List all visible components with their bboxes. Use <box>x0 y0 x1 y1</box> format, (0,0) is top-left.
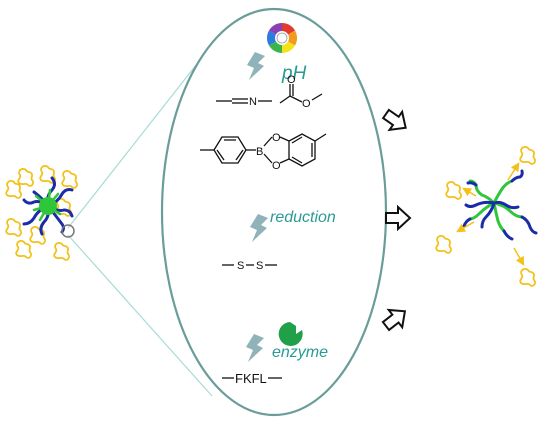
peptide-structure: FKFL <box>222 371 282 386</box>
intact-nanoparticle <box>5 165 78 261</box>
boron-atom: B <box>256 146 263 158</box>
hollow-arrow-icon <box>385 206 411 230</box>
disassembled-nanoparticle <box>435 146 538 287</box>
boronate-o-top: O <box>272 132 281 144</box>
drug-cargo-cluster <box>5 165 78 261</box>
reduction-label: reduction <box>270 209 336 226</box>
hollow-arrow-icon <box>378 301 413 336</box>
sulfur-atom-1: S <box>237 260 244 272</box>
release-direction-arrows <box>456 162 525 266</box>
ph-label: pH <box>281 63 307 84</box>
boronate-o-bottom: O <box>272 160 281 172</box>
ester-ether-o: O <box>302 98 311 110</box>
ph-stimulus-group: pH N O O <box>200 22 327 172</box>
zoom-highlight-circle <box>61 224 75 238</box>
sulfur-atom-2: S <box>256 260 263 272</box>
enzyme-stimulus-group: enzyme FKFL <box>222 322 328 386</box>
reduction-stimulus-group: reduction S S <box>222 209 336 272</box>
imine-structure: N <box>216 96 272 108</box>
disulfide-structure: S S <box>222 260 277 272</box>
released-chains <box>462 169 538 241</box>
hollow-arrow-icon <box>378 103 413 138</box>
color-wheel-icon <box>266 22 298 54</box>
ester-carbonyl-o: O <box>287 74 296 86</box>
zoom-guide-lines <box>67 59 213 397</box>
core-spikes <box>32 188 62 222</box>
pacman-enzyme-icon <box>278 322 303 346</box>
boronate-ester-structure <box>200 133 327 167</box>
imine-n-atom: N <box>249 96 257 108</box>
enzyme-label: enzyme <box>272 344 328 361</box>
peptide-sequence: FKFL <box>235 371 267 386</box>
ester-structure <box>279 84 323 104</box>
